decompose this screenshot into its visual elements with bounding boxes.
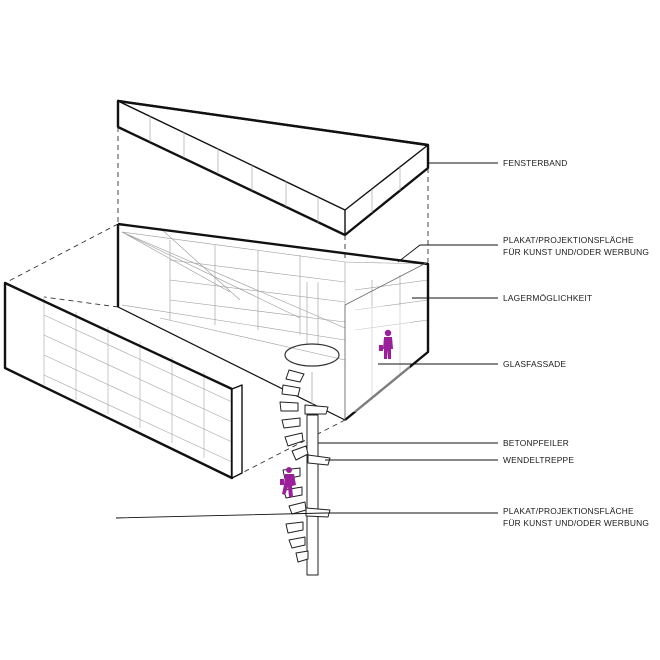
storage-volume (116, 222, 430, 421)
label-betonpfeiler: BETONPFEILER (503, 438, 570, 448)
label-plakat-bottom: PLAKAT/PROJEKTIONSFLÄCHE FÜR KUNST UND/O… (503, 506, 650, 528)
projection-dashed-lines (4, 127, 429, 479)
label-glasfassade: GLASFASSADE (503, 359, 567, 369)
glass-facade (344, 261, 429, 420)
spiral-staircase (279, 343, 340, 576)
billboard-panel (3, 281, 243, 480)
label-plakat-top: PLAKAT/PROJEKTIONSFLÄCHE FÜR KUNST UND/O… (503, 235, 650, 257)
person-figure-lower (280, 467, 296, 497)
label-lagermoeglichkeit: LAGERMÖGLICHKEIT (503, 293, 593, 303)
label-wendeltreppe: WENDELTREPPE (503, 455, 575, 465)
label-fensterband: FENSTERBAND (503, 158, 568, 168)
leader-lines (115, 162, 498, 519)
person-figure-upper (379, 329, 393, 359)
roof-window-band (116, 99, 430, 237)
